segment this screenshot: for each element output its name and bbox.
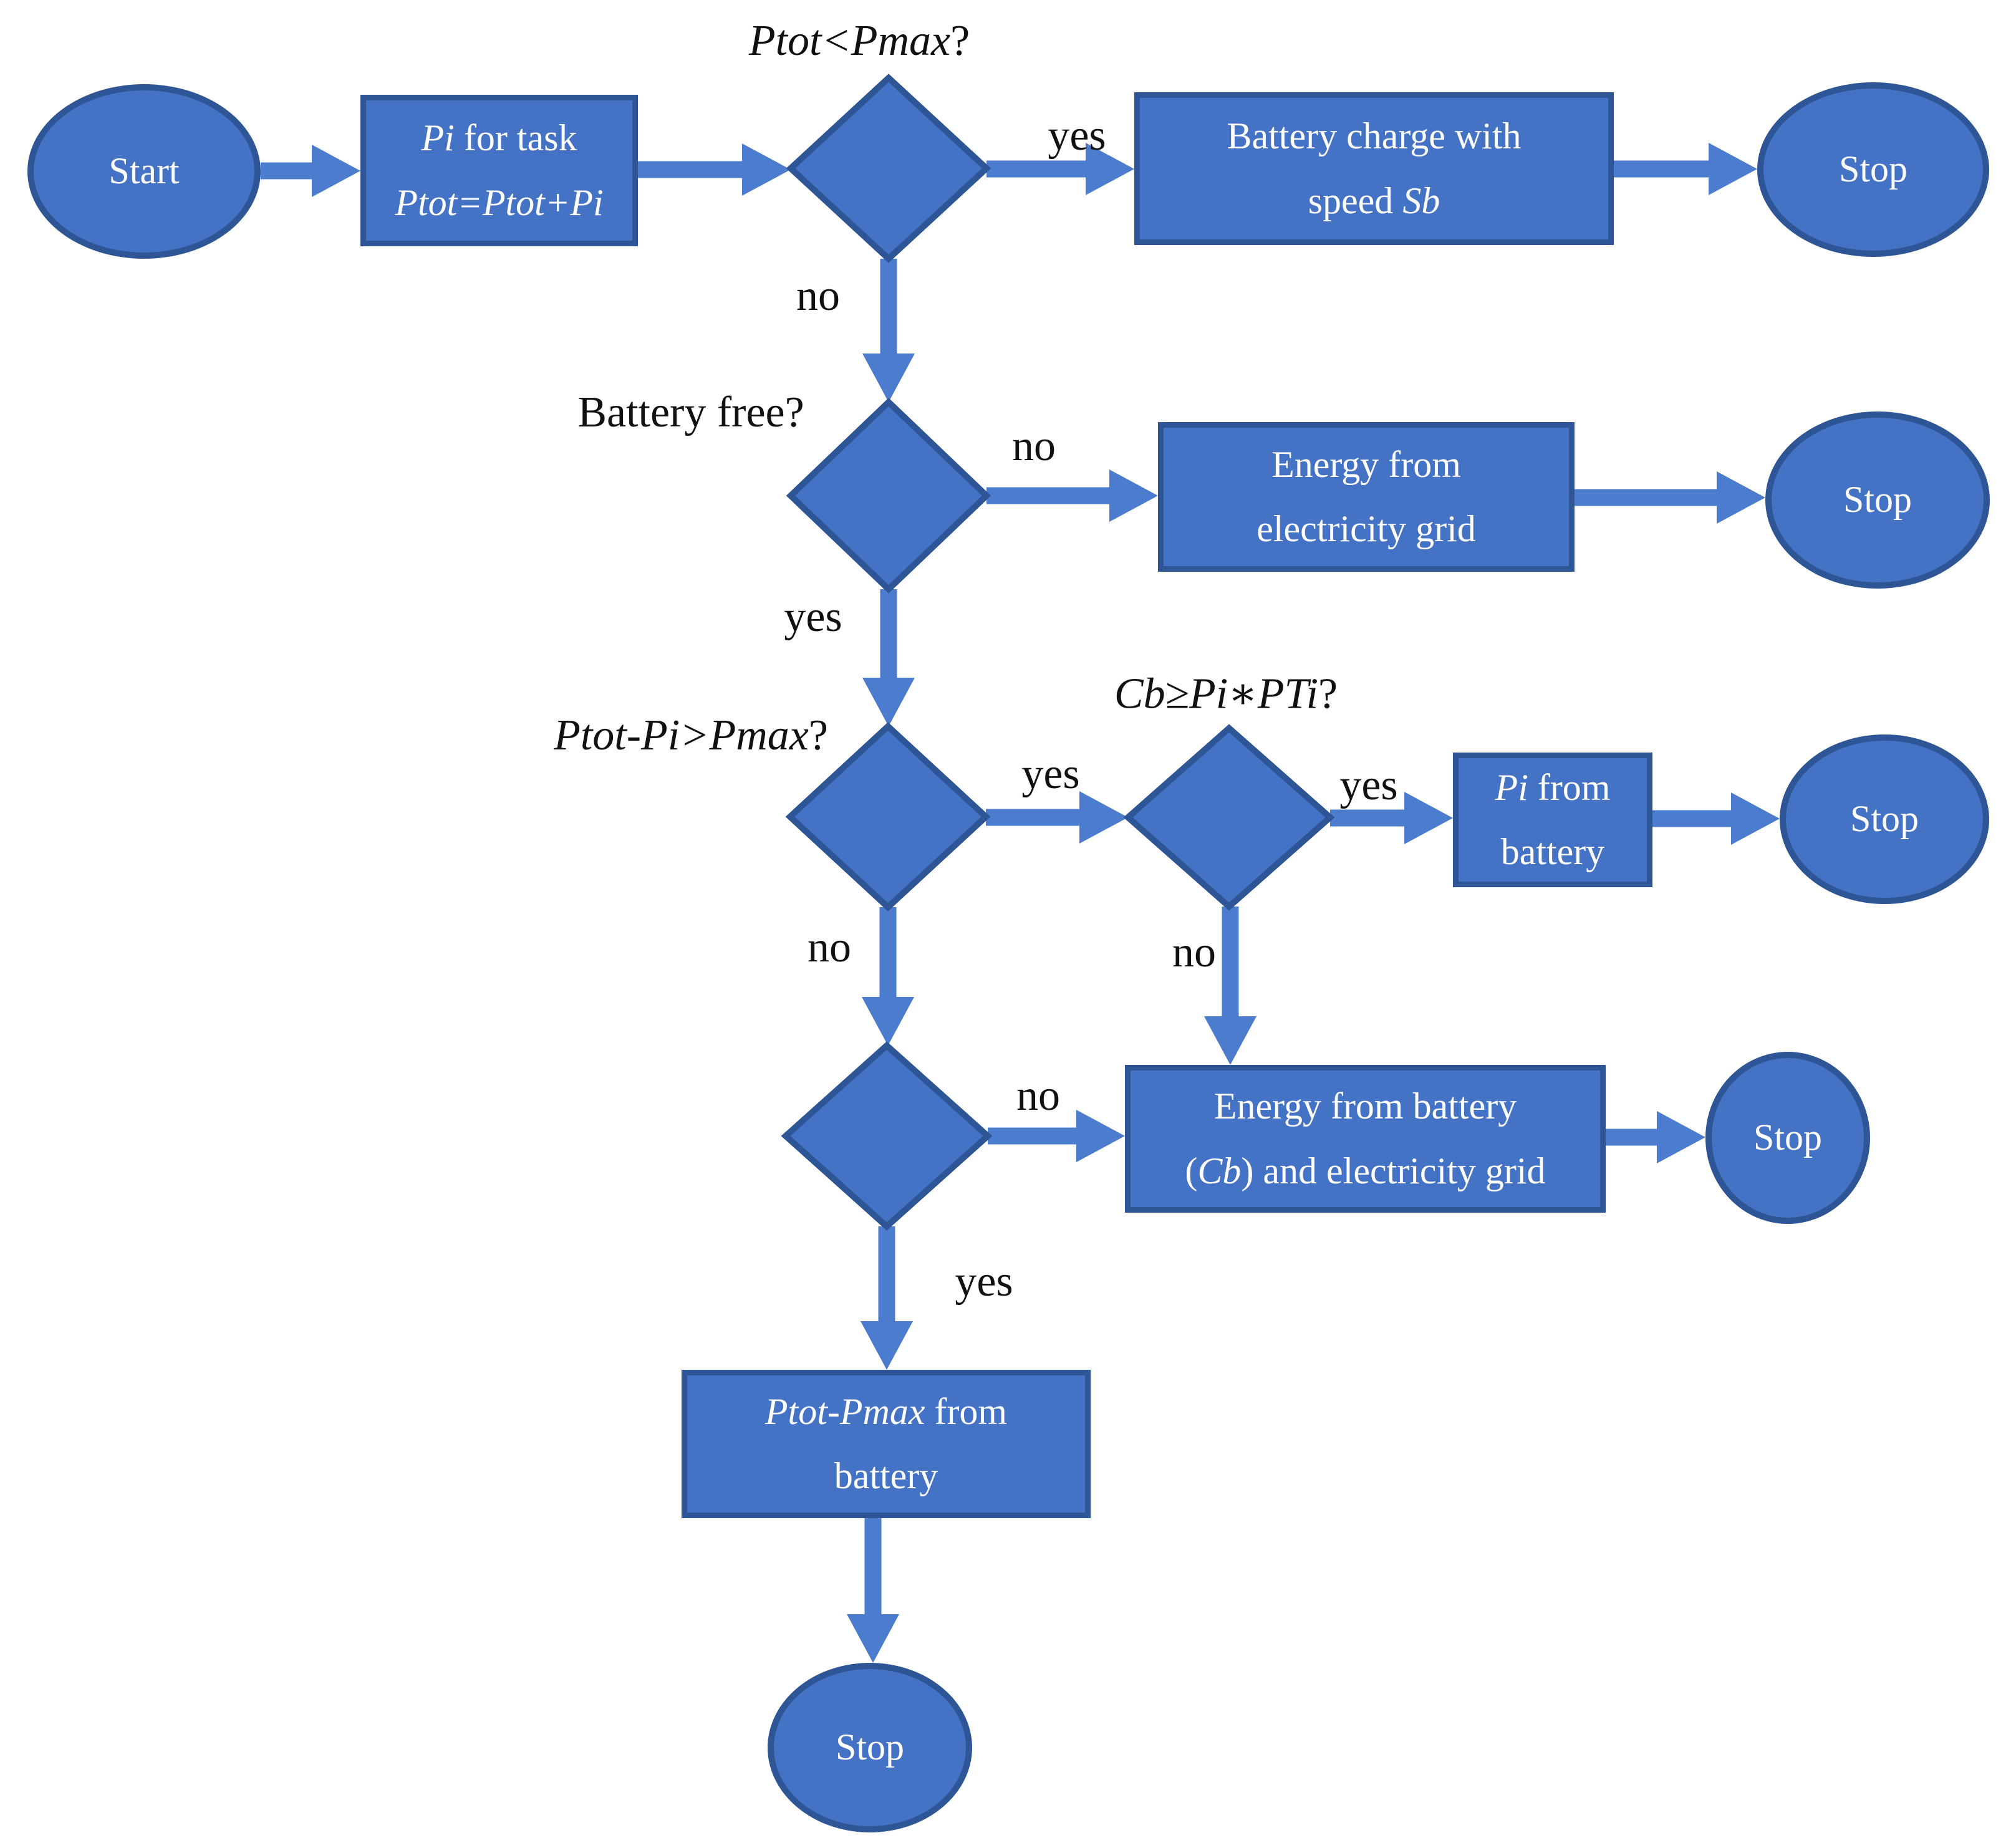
process-battery-charge: Battery charge with speed Sb xyxy=(1134,92,1614,245)
decision-label-battery-free: Battery free? xyxy=(577,388,804,436)
branch-label-d4-no: no xyxy=(1172,928,1216,976)
decision-label-ptot-minus-pi-gt-pmax: Ptot-Pi>Pmax? xyxy=(554,711,828,759)
decision-battery-free-shape xyxy=(786,398,991,594)
branch-label-d1-yes: yes xyxy=(1048,112,1106,160)
decision-ptot-minus-pi-gt-pmax-shape xyxy=(785,722,991,912)
process-pi-for-task: Pi for task Ptot=Ptot+Pi xyxy=(360,95,638,246)
arrow-head xyxy=(1404,792,1453,844)
arrow-head xyxy=(1657,1111,1705,1163)
branch-label-d3-no: no xyxy=(808,923,851,971)
stop-node-1: Stop xyxy=(1757,82,1989,257)
arrow-head xyxy=(847,1614,899,1663)
branch-label-d2-yes: yes xyxy=(784,593,842,641)
decision-label-ptot-lt-pmax: Ptot<Pmax? xyxy=(748,17,970,65)
flow-arrows xyxy=(261,143,1780,1663)
decision-cb-gt-ptot-pmax-pti-shape xyxy=(781,1041,993,1231)
arrow-head xyxy=(1079,791,1128,844)
start-node: Start xyxy=(27,84,261,259)
decision-label-cb-ge-pi-pti: Cb≥Pi∗PTi? xyxy=(1114,670,1338,718)
arrow-head xyxy=(1076,1110,1125,1162)
start-node-label: Start xyxy=(109,150,180,192)
arrow-head xyxy=(1109,469,1158,522)
process-energy-battery-and-grid: Energy from battery (Cb) and electricity… xyxy=(1125,1065,1606,1213)
branch-label-d5-no: no xyxy=(1016,1072,1060,1120)
arrow-head xyxy=(1731,792,1780,845)
branch-label-d1-no: no xyxy=(796,272,840,320)
arrow-head xyxy=(1086,143,1134,195)
arrow-head xyxy=(312,145,360,197)
arrow-head xyxy=(1717,471,1765,524)
process-energy-from-grid: Energy from electricity grid xyxy=(1158,422,1575,572)
branch-label-d5-yes: yes xyxy=(955,1258,1013,1306)
arrow-head xyxy=(862,678,915,726)
stop-node-2: Stop xyxy=(1765,411,1990,589)
stop-node-4: Stop xyxy=(1705,1052,1870,1224)
decision-ptot-lt-pmax-shape xyxy=(786,74,991,263)
branch-label-d4-yes: yes xyxy=(1339,761,1398,809)
stop-node-3: Stop xyxy=(1780,734,1989,904)
arrow-head xyxy=(862,997,914,1046)
branch-label-d2-no: no xyxy=(1012,422,1056,470)
stop-node-5: Stop xyxy=(768,1663,972,1832)
decision-cb-ge-pi-pti-shape xyxy=(1123,724,1335,911)
arrow-head xyxy=(742,143,791,196)
arrow-head xyxy=(862,354,915,402)
arrow-head xyxy=(861,1321,913,1370)
process-pi-from-battery: Pi from battery xyxy=(1453,753,1652,887)
arrow-head xyxy=(1709,143,1757,195)
branch-label-d3-yes: yes xyxy=(1021,750,1080,798)
arrow-head xyxy=(1204,1016,1256,1065)
process-ptot-pmax-from-battery: Ptot-Pmax from battery xyxy=(682,1370,1091,1518)
